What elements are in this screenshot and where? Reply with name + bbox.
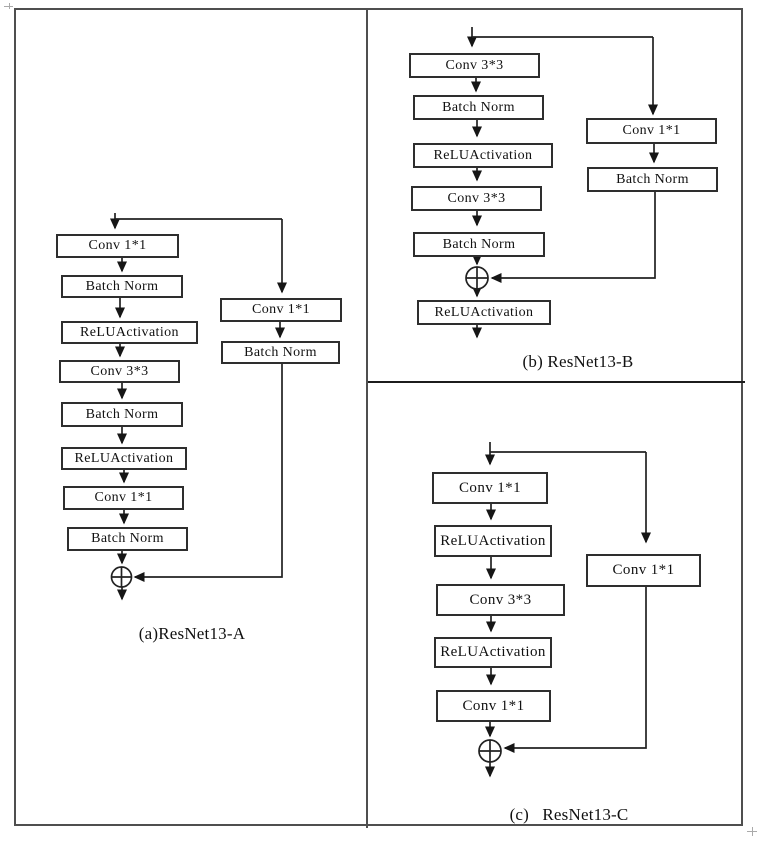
corner-tick-bottom-right-v bbox=[752, 827, 753, 836]
a-node-batch-norm: Batch Norm bbox=[61, 402, 183, 427]
b-node-conv-3x3: Conv 3*3 bbox=[411, 186, 542, 211]
corner-tick-top-left bbox=[4, 6, 13, 7]
b-branch-conv-1x1: Conv 1*1 bbox=[586, 118, 717, 144]
c-node-conv-3x3: Conv 3*3 bbox=[436, 584, 565, 616]
corner-tick-top-left-v bbox=[9, 3, 10, 9]
vertical-divider bbox=[366, 8, 368, 828]
a-node-conv-1x1: Conv 1*1 bbox=[63, 486, 184, 510]
c-node-relu: ReLUActivation bbox=[434, 637, 552, 668]
a-branch-batch-norm: Batch Norm bbox=[221, 341, 340, 364]
a-node-conv-1x1: Conv 1*1 bbox=[56, 234, 179, 258]
c-branch-conv-1x1: Conv 1*1 bbox=[586, 554, 701, 587]
a-node-relu: ReLUActivation bbox=[61, 447, 187, 470]
a-node-relu: ReLUActivation bbox=[61, 321, 198, 344]
b-branch-batch-norm: Batch Norm bbox=[587, 167, 718, 192]
b-node-batch-norm: Batch Norm bbox=[413, 232, 545, 257]
c-node-conv-1x1: Conv 1*1 bbox=[436, 690, 551, 722]
a-branch-conv-1x1: Conv 1*1 bbox=[220, 298, 342, 322]
b-node-conv-3x3: Conv 3*3 bbox=[409, 53, 540, 78]
a-node-conv-3x3: Conv 3*3 bbox=[59, 360, 180, 383]
horizontal-divider bbox=[368, 381, 745, 383]
a-node-batch-norm: Batch Norm bbox=[67, 527, 188, 551]
c-node-relu: ReLUActivation bbox=[434, 525, 552, 557]
b-caption: (b) ResNet13-B bbox=[522, 352, 634, 371]
a-caption: (a)ResNet13-A bbox=[138, 624, 246, 643]
c-node-conv-1x1: Conv 1*1 bbox=[432, 472, 548, 504]
b-node-batch-norm: Batch Norm bbox=[413, 95, 544, 120]
b-node-relu-after-merge: ReLUActivation bbox=[417, 300, 551, 325]
outer-frame bbox=[14, 8, 743, 826]
c-caption: (c) ResNet13-C bbox=[509, 805, 629, 824]
b-node-relu: ReLUActivation bbox=[413, 143, 553, 168]
a-node-batch-norm: Batch Norm bbox=[61, 275, 183, 298]
